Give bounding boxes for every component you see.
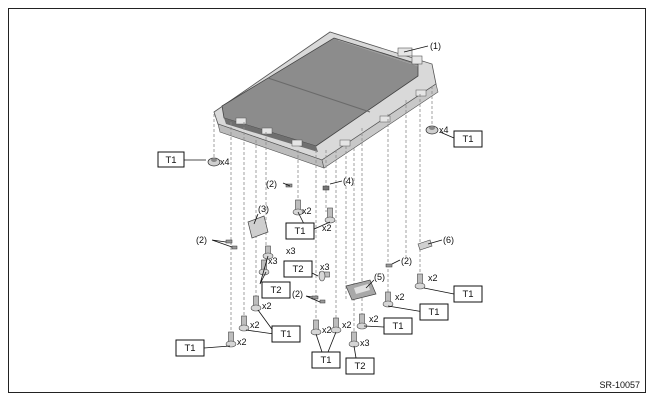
torque-box-t1-right-nut: T1 <box>453 130 483 148</box>
bolt <box>324 207 336 224</box>
svg-text:T1: T1 <box>462 134 473 145</box>
quantity-label: x2 <box>302 206 312 216</box>
torque-box-t2-center: T2 <box>283 260 313 278</box>
svg-text:T1: T1 <box>280 329 291 340</box>
svg-text:T1: T1 <box>294 226 305 237</box>
quantity-label: x2 <box>262 301 272 311</box>
quantity-label: x3 <box>268 256 278 266</box>
quantity-label: x2 <box>428 273 438 283</box>
part-label-2b: (2) <box>196 235 207 245</box>
bolt <box>330 317 342 334</box>
torque-box-t2-bolts: T2 <box>261 281 291 299</box>
svg-text:T1: T1 <box>428 307 439 318</box>
bolt <box>258 259 270 276</box>
torque-box-t2-bottom-center: T2 <box>345 357 375 375</box>
part-label-2c: (2) <box>401 256 412 266</box>
torque-box-t1-bottom-center: T1 <box>311 351 341 369</box>
quantity-label: x2 <box>322 223 332 233</box>
figure-border <box>8 8 646 393</box>
clip-6 <box>417 239 433 251</box>
quantity-labels: x4 x4 x2 x2 x3 x3 x3 x2 x2 x2 x2 x2 x2 x… <box>220 125 449 348</box>
figure-code: SR-10057 <box>599 380 640 390</box>
bolt <box>250 295 262 312</box>
part-label-2a: (2) <box>266 179 277 189</box>
quantity-label: x2 <box>322 325 332 335</box>
part-label-3: (3) <box>258 204 269 214</box>
part-label-5: (5) <box>374 272 385 282</box>
bolt-4 <box>322 185 330 191</box>
quantity-label: x2 <box>342 320 352 330</box>
torque-box-t1-right-low: T1 <box>419 303 449 321</box>
bolt <box>348 331 360 348</box>
torque-box-t1-center: T1 <box>285 222 315 240</box>
svg-text:T2: T2 <box>270 285 281 296</box>
part-callouts: (1) (2) (4) (3) (2) (6) (2) (5) (2) <box>196 41 454 299</box>
svg-text:T1: T1 <box>165 155 176 166</box>
torque-box-t1-bottom-left: T1 <box>175 339 205 357</box>
svg-text:T1: T1 <box>320 355 331 366</box>
torque-boxes: T1 T1 T1 T2 T2 T1 T1 T1 T1 T1 T1 T2 <box>157 130 483 375</box>
torque-box-t1-left-nut: T1 <box>157 151 185 168</box>
part-label-1: (1) <box>430 41 441 51</box>
nut-left <box>207 157 221 167</box>
torque-box-t1-left-low: T1 <box>271 325 301 343</box>
bolt <box>382 291 394 308</box>
quantity-label: x4 <box>220 157 230 167</box>
quantity-label: x2 <box>250 320 260 330</box>
nut-right <box>425 125 439 135</box>
svg-text:T1: T1 <box>184 343 195 354</box>
quantity-label: x2 <box>395 292 405 302</box>
torque-box-t1-mid-low: T1 <box>383 317 413 335</box>
quantity-label: x3 <box>320 262 330 272</box>
quantity-label: x4 <box>439 125 449 135</box>
svg-text:T1: T1 <box>462 289 473 300</box>
bolt <box>225 331 237 348</box>
quantity-label: x3 <box>286 246 296 256</box>
svg-text:T2: T2 <box>292 264 303 275</box>
torque-box-t1-right-mid: T1 <box>453 285 483 303</box>
bolt <box>318 270 330 282</box>
bolt <box>356 313 368 330</box>
bolt <box>414 273 426 290</box>
part-label-2d: (2) <box>292 289 303 299</box>
bolts <box>225 199 426 348</box>
bracket-3 <box>247 215 269 239</box>
svg-text:T2: T2 <box>354 361 365 372</box>
bolt <box>310 319 322 336</box>
bolt <box>238 315 250 332</box>
sunroof-frame-assembly <box>213 31 439 169</box>
part-label-6: (6) <box>443 235 454 245</box>
svg-text:T1: T1 <box>392 321 403 332</box>
quantity-label: x2 <box>237 337 247 347</box>
quantity-label: x3 <box>360 338 370 348</box>
small-parts <box>225 183 433 304</box>
part-label-4: (4) <box>343 176 354 186</box>
quantity-label: x2 <box>369 314 379 324</box>
